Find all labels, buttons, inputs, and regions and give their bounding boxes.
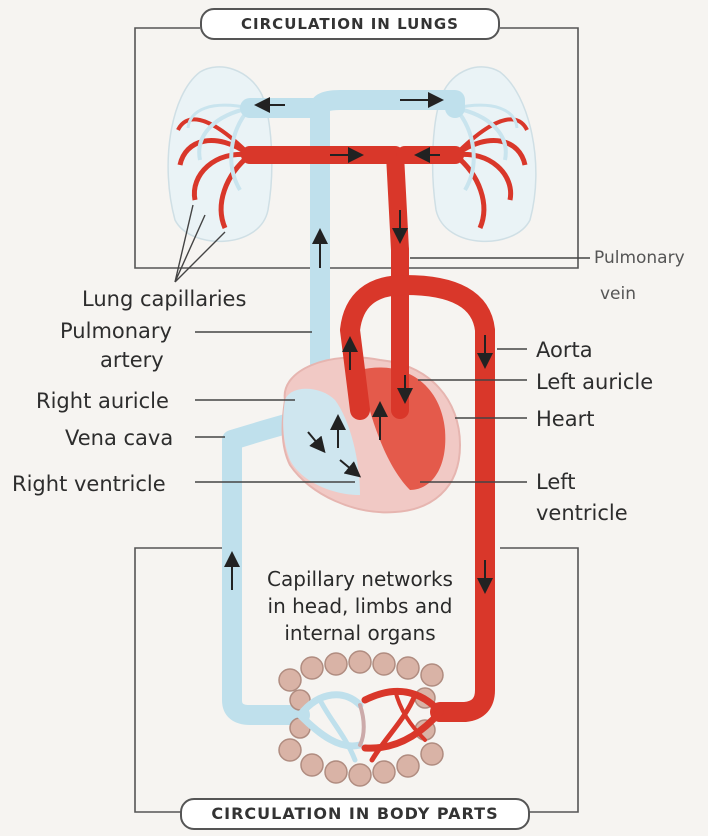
label-aorta: Aorta <box>536 338 593 362</box>
arrow-right-auricle-down <box>307 431 326 454</box>
title-circulation-in-lungs: CIRCULATION IN LUNGS <box>200 8 500 40</box>
label-heart: Heart <box>536 407 595 431</box>
lung-capillaries-right <box>453 103 529 229</box>
leader-lung-capillaries <box>174 204 226 283</box>
label-right-auricle: Right auricle <box>36 389 169 413</box>
body-capillary-caption: Capillary networks in head, limbs and in… <box>250 566 470 647</box>
caption-line-3: internal organs <box>284 621 436 645</box>
aorta <box>340 275 495 722</box>
deoxygenated-vessels <box>222 90 465 725</box>
lungs-section-frame <box>134 27 579 269</box>
label-right-ventricle: Right ventricle <box>12 472 166 496</box>
flow-arrows <box>224 92 493 594</box>
caption-line-2: in head, limbs and <box>267 594 453 618</box>
label-pulmonary-vein-line1: Pulmonary <box>594 248 685 268</box>
caption-line-1: Capillary networks <box>267 567 453 591</box>
body-section-frame <box>134 547 579 813</box>
label-pulmonary-artery-line1: Pulmonary <box>60 319 172 343</box>
body-capillary-network <box>296 687 444 763</box>
label-left-auricle: Left auricle <box>536 370 654 394</box>
label-left-ventricle-line1: Left <box>536 470 576 494</box>
label-left-ventricle-line2: ventricle <box>536 501 628 525</box>
vena-cava <box>222 410 310 725</box>
label-pulmonary-artery-line2: artery <box>100 348 164 372</box>
body-tissue-cells <box>278 650 444 787</box>
heart-left-side <box>360 367 446 490</box>
label-lung-capillaries: Lung capillaries <box>82 287 247 311</box>
arrow-right-ventricle-down <box>339 459 362 478</box>
pulmonary-vein-left <box>241 146 409 259</box>
label-pulmonary-vein-line2: vein <box>600 284 637 304</box>
leader-lines <box>174 204 590 483</box>
pulmonary-artery-right-branch <box>310 90 465 118</box>
label-vena-cava: Vena cava <box>65 426 174 450</box>
title-circulation-in-body-parts: CIRCULATION IN BODY PARTS <box>180 798 530 830</box>
